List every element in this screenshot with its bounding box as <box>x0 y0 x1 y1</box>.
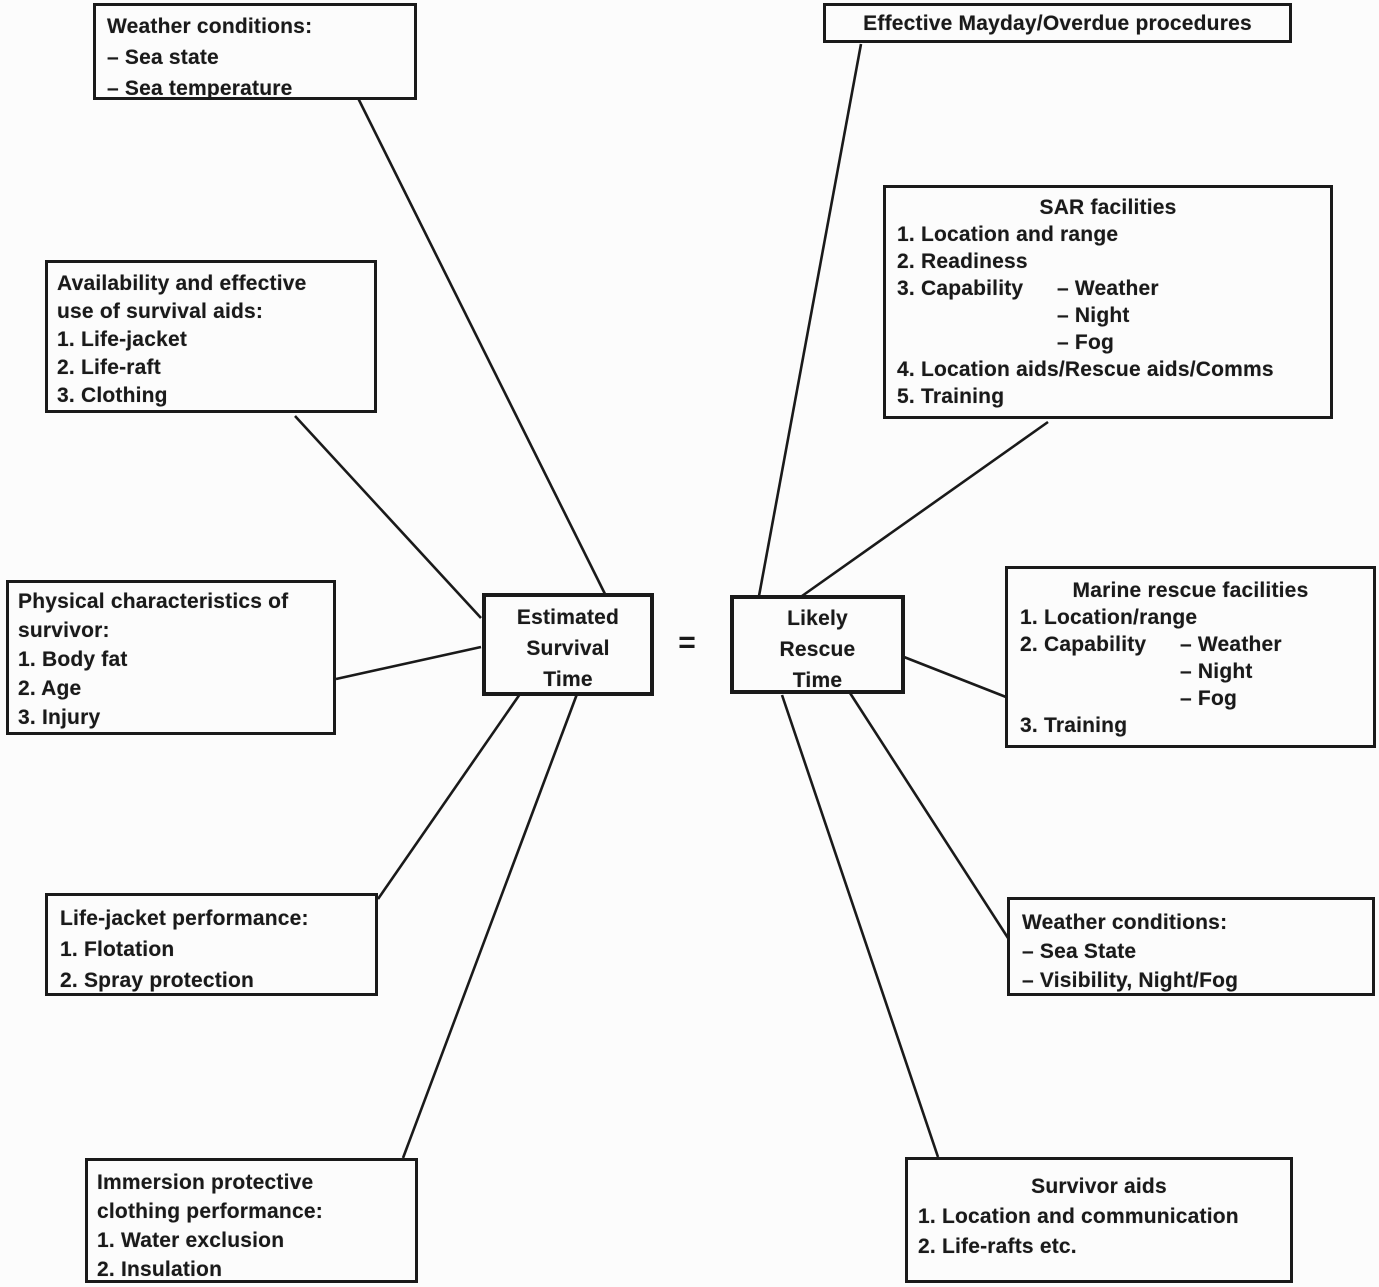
connector-sar-to-likely <box>801 420 1049 598</box>
sar-facilities-title: SAR facilities <box>1039 196 1177 219</box>
survivor-aids-box: Survivor aids 1. Location and communicat… <box>905 1157 1293 1283</box>
marine-rescue-facilities-box: Marine rescue facilities 1. Location/ran… <box>1005 566 1376 748</box>
box-text-line: Immersion protective <box>97 1171 314 1194</box>
connector-mayday-to-likely <box>757 43 863 597</box>
connector-physical-to-estimated <box>335 645 482 681</box>
box-text-subline: – Fog <box>1057 331 1114 354</box>
survivor-aids-items: 1. Location and communication 2. Life-raf… <box>918 1202 1280 1262</box>
connector-survival_aids-to-estimated <box>294 415 482 619</box>
box-text-row: 3. Capability – Weather – Night – Fog <box>897 275 1319 356</box>
box-text-subline: – Fog <box>1180 687 1237 710</box>
box-text-line: 3. Training <box>1020 714 1128 737</box>
connector-weather_right-to-likely <box>848 692 1010 939</box>
box-text-line: 2. Life-rafts etc. <box>918 1235 1077 1258</box>
connector-weather_left-to-estimated <box>356 97 607 595</box>
box-text-subline: – Weather <box>1180 633 1282 656</box>
box-text-line: Life-jacket performance: <box>60 907 309 930</box>
box-text-line: survivor: <box>18 619 110 642</box>
box-text-line: Survival <box>526 637 610 660</box>
box-text-line: Time <box>543 668 593 691</box>
equals-sign: = <box>678 626 696 659</box>
box-text-line: use of survival aids: <box>57 300 264 323</box>
box-text-line: 2. Capability <box>1020 633 1147 656</box>
box-text-line: Availability and effective <box>57 272 307 295</box>
marine-rescue-facilities-items: 1. Location/range 2. Capability – Weather –… <box>1020 604 1361 739</box>
box-text-line: 2. Spray protection <box>60 969 255 992</box>
box-text-line: Physical characteristics of <box>18 590 289 613</box>
box-text-subline: – Night <box>1057 304 1130 327</box>
box-text-line: 1. Location and communication <box>918 1205 1239 1228</box>
connector-lifejacket-to-estimated <box>376 693 522 900</box>
survivor-aids-title: Survivor aids <box>1031 1175 1167 1198</box>
box-text-line: 4. Location aids/Rescue aids/Comms <box>897 358 1274 381</box>
box-text-line: Likely <box>787 607 848 630</box>
box-text-line: – Sea state <box>107 46 219 69</box>
marine-rescue-facilities-title: Marine rescue facilities <box>1072 579 1309 602</box>
box-text-line: 3. Capability <box>897 277 1024 300</box>
box-text-line: Time <box>792 669 843 692</box>
box-text-line: clothing performance: <box>97 1200 323 1223</box>
box-text-line: 3. Injury <box>18 706 101 729</box>
box-text-line: Weather conditions: <box>107 15 313 38</box>
box-text-line: 1. Location and range <box>897 223 1119 246</box>
mayday-procedures-label: Effective Mayday/Overdue procedures <box>863 11 1252 35</box>
life-jacket-performance-box: Life-jacket performance: 1. Flotation 2. S… <box>45 893 378 996</box>
connector-marine-to-likely <box>903 655 1007 699</box>
weather-conditions-right-box: Weather conditions: – Sea State – Visibili… <box>1007 897 1375 996</box>
box-text-line: Weather conditions: <box>1022 911 1228 934</box>
box-text-line: Rescue <box>779 638 856 661</box>
weather-conditions-left-box: Weather conditions: – Sea state – Sea temp… <box>93 3 417 100</box>
connector-survivor_aids-to-likely <box>780 694 940 1158</box>
box-text-line: 1. Flotation <box>60 938 175 961</box>
box-text-row: 2. Capability – Weather – Night – Fog <box>1020 631 1361 712</box>
mayday-procedures-box: Effective Mayday/Overdue procedures <box>823 3 1292 43</box>
box-text-line: Estimated <box>516 606 620 629</box>
box-text-line: – Sea State <box>1022 940 1137 963</box>
box-text-line: 5. Training <box>897 385 1005 408</box>
box-text-line: – Visibility, Night/Fog <box>1022 969 1239 992</box>
box-text-line: 1. Life-jacket <box>57 328 188 351</box>
box-text-line: 1. Body fat <box>18 648 128 671</box>
box-text-line: 2. Readiness <box>897 250 1028 273</box>
box-text-line: 1. Location/range <box>1020 606 1198 629</box>
box-text-line: 3. Clothing <box>57 384 168 407</box>
box-text-line: 2. Life-raft <box>57 356 161 379</box>
box-text-line: – Sea temperature <box>107 77 293 100</box>
immersion-clothing-box: Immersion protective clothing performance… <box>85 1158 418 1283</box>
box-text-line: 1. Water exclusion <box>97 1229 285 1252</box>
box-text-subline: – Night <box>1180 660 1253 683</box>
box-text-subline: – Weather <box>1057 277 1159 300</box>
box-text-line: 2. Insulation <box>97 1258 223 1281</box>
physical-characteristics-box: Physical characteristics of survivor: 1. B… <box>6 580 336 735</box>
box-text-line: 2. Age <box>18 677 82 700</box>
connector-immersion-to-estimated <box>401 693 579 1159</box>
sar-facilities-box: SAR facilities 1. Location and range 2. R… <box>883 185 1333 419</box>
survival-aids-availability-box: Availability and effective use of surviva… <box>45 260 377 413</box>
